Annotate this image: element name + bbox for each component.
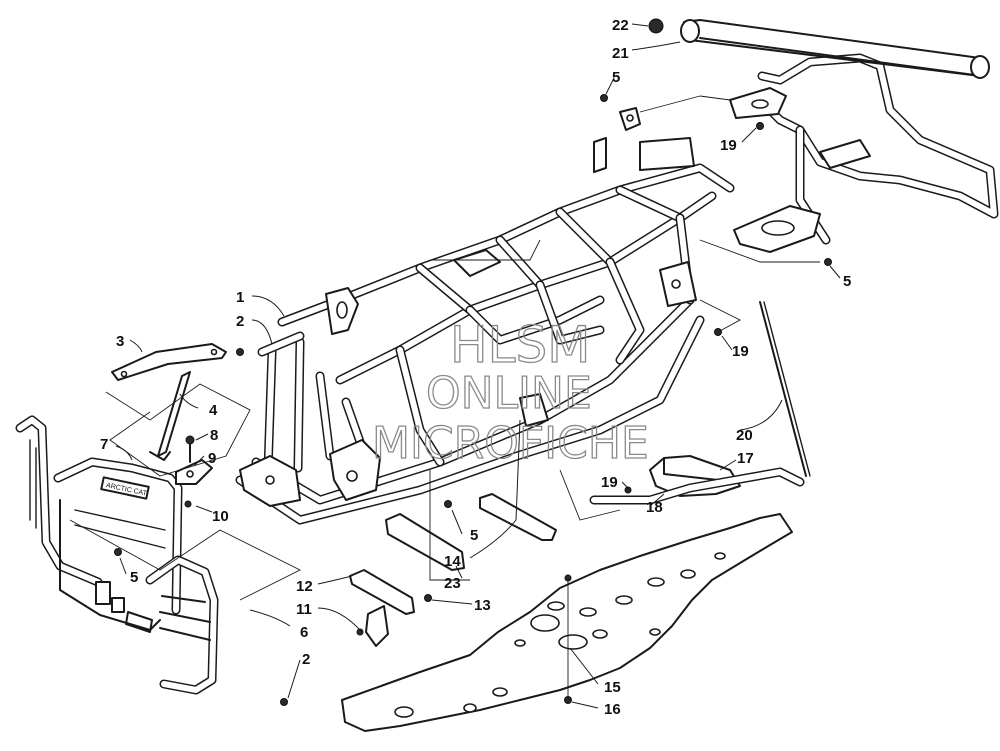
- strip-14: [479, 493, 557, 541]
- bracket-3: [111, 343, 227, 381]
- callout-18: 18: [646, 499, 663, 516]
- leader-lines: [115, 23, 841, 709]
- callout-5-center: 5: [470, 527, 478, 544]
- front-bumper: ARCTIC CAT: [15, 415, 219, 695]
- callout-5-rear: 5: [843, 273, 851, 290]
- nut-5-top: [600, 94, 608, 102]
- callout-5-bumper: 5: [130, 569, 138, 586]
- callout-20: 20: [736, 427, 753, 444]
- callout-15: 15: [604, 679, 621, 696]
- callout-22: 22: [612, 17, 629, 34]
- callout-19-top: 19: [720, 137, 737, 154]
- watermark-line-2: ONLINE: [426, 368, 592, 419]
- nut-19-lower: [624, 486, 632, 494]
- bolt-5-bumper: [114, 548, 122, 556]
- alignment-lines: [69, 95, 820, 700]
- pad-23: [385, 513, 465, 571]
- bolt-8: [185, 435, 195, 463]
- callout-10: 10: [212, 508, 229, 525]
- nut-5-center: [444, 500, 452, 508]
- cap-22: [648, 18, 664, 34]
- callout-5-top: 5: [612, 69, 620, 86]
- main-frame: [235, 107, 735, 525]
- nut-2-lower: [280, 698, 288, 706]
- callout-2-lower: 2: [302, 651, 310, 668]
- watermark-line-3: MICROFICHE: [372, 418, 649, 469]
- callout-19-mid: 19: [732, 343, 749, 360]
- callout-16: 16: [604, 701, 621, 718]
- callout-8: 8: [210, 427, 218, 444]
- bracket-9: [175, 459, 213, 485]
- callout-6: 6: [300, 624, 308, 641]
- watermark-line-1: HLSM: [450, 316, 590, 374]
- skid-plate: [341, 513, 793, 732]
- nut-10: [184, 500, 192, 508]
- bolt-13: [424, 594, 432, 602]
- callout-17: 17: [737, 450, 754, 467]
- callout-3: 3: [116, 333, 124, 350]
- nut-19-top: [756, 122, 764, 130]
- bracket-11: [365, 605, 389, 647]
- callout-11: 11: [296, 601, 312, 618]
- callout-9: 9: [208, 450, 216, 467]
- callout-7: 7: [100, 436, 108, 453]
- callout-2-upper: 2: [236, 313, 244, 330]
- callout-13: 13: [474, 597, 491, 614]
- callout-23: 23: [444, 575, 461, 592]
- nut-11: [356, 628, 364, 636]
- nut-2-upper: [236, 348, 244, 356]
- rod-20: [759, 301, 807, 477]
- rear-grab-bar: [680, 19, 999, 253]
- footrest-bar-18: [589, 467, 805, 505]
- bracket-12: [349, 569, 415, 615]
- callout-19-lower: 19: [601, 474, 618, 491]
- nut-5-rear: [824, 258, 832, 266]
- callout-4: 4: [209, 402, 218, 419]
- brace-4: [149, 371, 191, 461]
- watermark: HLSM ONLINE MICROFICHE: [371, 315, 649, 469]
- callout-12: 12: [296, 578, 313, 595]
- callout-labels: 1 2 2 3 4 5 5 5 5 6 7 8 9 10 11 12 13 14…: [100, 17, 851, 718]
- callout-21: 21: [612, 45, 629, 62]
- callout-1: 1: [236, 289, 244, 306]
- callout-14: 14: [444, 553, 461, 570]
